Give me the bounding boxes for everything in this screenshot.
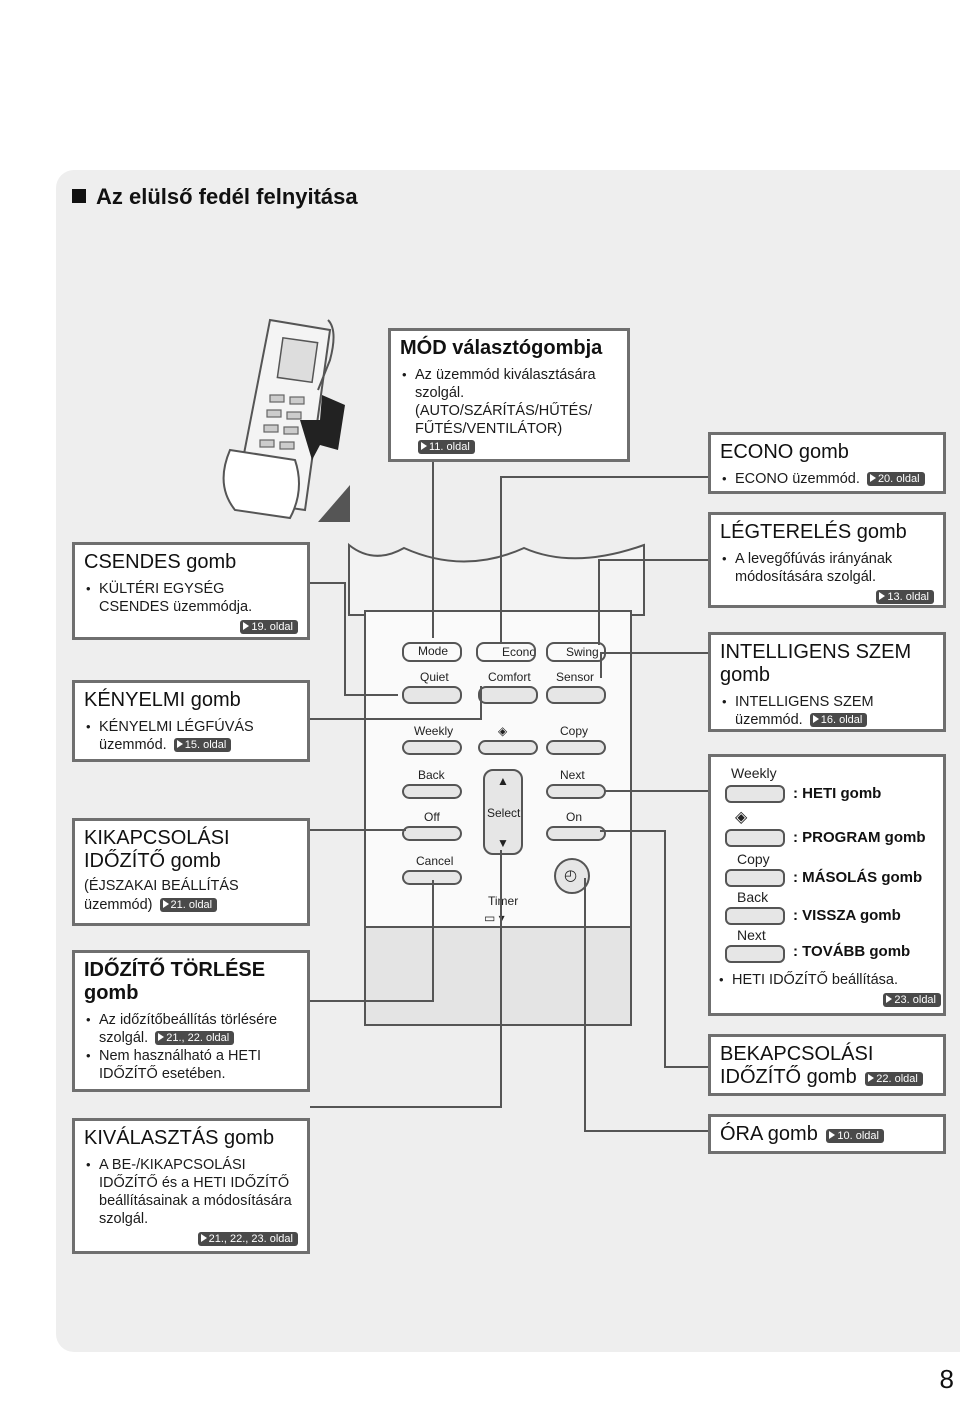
connector-line [598, 559, 708, 561]
next-button[interactable] [546, 784, 606, 799]
connector-line [664, 1066, 708, 1068]
connector-line [310, 1106, 502, 1108]
back-legend-button [725, 907, 785, 925]
program-legend-button [725, 829, 785, 847]
select-down-icon: ▼ [497, 836, 509, 850]
econo-label: Econo [502, 645, 537, 659]
timer-label: Timer [488, 894, 519, 908]
select-callout: KIVÁLASZTÁS gomb A BE-/KIKAPCSOLÁSI IDŐZ… [72, 1118, 310, 1254]
connector-line [344, 694, 398, 696]
sensor-label: Sensor [556, 670, 595, 684]
copy-button[interactable] [546, 740, 606, 755]
select-up-icon: ▲ [497, 774, 509, 788]
back-label: Back [418, 768, 445, 782]
off-timer-callout: KIKAPCSOLÁSI IDŐZÍTŐ gomb (ÉJSZAKAI BEÁL… [72, 818, 310, 926]
page-ref-badge: 23. oldal [883, 993, 941, 1007]
page-ref-badge: 13. oldal [876, 590, 934, 604]
page-ref-badge: 19. oldal [240, 620, 298, 634]
weekly-legend-button [725, 785, 785, 803]
next-label: Next [560, 768, 585, 782]
hand-opening-cover-illustration [222, 318, 350, 522]
remote-control: Mode Econo Swing Quiet Comfort Sensor We… [364, 610, 632, 965]
mode-label: Mode [418, 644, 449, 658]
clock-callout: ÓRA gomb 10. oldal [708, 1114, 946, 1154]
page-ref-badge: 21., 22., 23. oldal [197, 1232, 298, 1246]
select-button[interactable] [483, 769, 523, 855]
next-legend-button [725, 945, 785, 963]
connector-line [310, 718, 480, 720]
connector-line [310, 829, 406, 831]
connector-line [310, 1000, 434, 1002]
quiet-callout: CSENDES gomb KÜLTÉRI EGYSÉG CSENDES üzem… [72, 542, 310, 640]
connector-line [664, 830, 666, 1068]
weekly-label: Weekly [414, 724, 454, 738]
program-icon: ◈ [735, 809, 748, 826]
program-icon: ◈ [498, 724, 508, 738]
weekly-callout: Weekly : HETI gomb ◈ : PROGRAM gomb Copy… [708, 754, 946, 1016]
connector-line [310, 582, 346, 584]
mode-button[interactable] [402, 642, 462, 662]
off-label: Off [424, 810, 440, 824]
connector-line [432, 462, 434, 638]
sensor-callout: INTELLIGENS SZEM gomb INTELLIGENS SZEM ü… [708, 632, 946, 732]
on-label: On [566, 810, 583, 824]
connector-line [598, 559, 600, 645]
square-bullet-icon [72, 189, 86, 203]
swing-callout: LÉGTERELÉS gomb A levegőfúvás irányának … [708, 512, 946, 608]
connector-line [500, 850, 502, 1108]
off-button[interactable] [402, 826, 462, 841]
remote-top-outline [348, 542, 645, 616]
battery-icon: ▭ ▾ [484, 911, 505, 925]
connector-line [584, 878, 586, 1132]
econo-callout: ECONO gomb ECONO üzemmód. 20. oldal [708, 432, 946, 494]
page-ref-badge: 21., 22. oldal [155, 1031, 235, 1045]
connector-line [500, 476, 708, 478]
weekly-button[interactable] [402, 740, 462, 755]
on-button[interactable] [546, 826, 606, 841]
mode-callout: MÓD választógombja Az üzemmód kiválasztá… [388, 328, 630, 462]
connector-line [480, 686, 482, 720]
page-ref-badge: 20. oldal [866, 472, 925, 486]
back-button[interactable] [402, 784, 462, 799]
connector-line [344, 582, 346, 696]
on-timer-callout: BEKAPCSOLÁSI IDŐZÍTŐ gomb 22. oldal [708, 1034, 946, 1096]
connector-line [584, 1130, 708, 1132]
connector-line [500, 476, 502, 642]
page-ref-badge: 21. oldal [159, 898, 218, 912]
section-title: Az elülső fedél felnyitása [72, 184, 358, 210]
program-button[interactable] [478, 740, 538, 755]
page-ref-badge: 10. oldal [826, 1129, 884, 1143]
select-label: Select [487, 806, 521, 820]
clock-icon: ◴ [564, 867, 578, 884]
swing-button[interactable] [546, 642, 606, 662]
page-ref-badge: 22. oldal [865, 1072, 923, 1086]
connector-line [604, 790, 708, 792]
sensor-button[interactable] [546, 686, 606, 704]
copy-legend-button [725, 869, 785, 887]
cancel-label: Cancel [416, 854, 454, 868]
comfort-callout: KÉNYELMI gomb KÉNYELMI LÉGFÚVÁS üzemmód.… [72, 680, 310, 762]
comfort-button[interactable] [478, 686, 538, 704]
remote-bottom-plate [364, 926, 632, 1026]
page-number: 8 [939, 1364, 954, 1394]
quiet-label: Quiet [420, 670, 449, 684]
connector-line [600, 652, 602, 678]
swing-label: Swing [566, 645, 599, 659]
cancel-timer-callout: IDŐZÍTŐ TÖRLÉSE gomb Az időzítőbeállítás… [72, 950, 310, 1092]
page-ref-badge: 11. oldal [418, 440, 475, 454]
connector-line [600, 652, 708, 654]
comfort-label: Comfort [488, 670, 531, 684]
page-ref-badge: 15. oldal [173, 738, 232, 752]
copy-label: Copy [560, 724, 589, 738]
page-ref-badge: 16. oldal [809, 713, 868, 727]
econo-button[interactable] [476, 642, 536, 662]
connector-line [600, 830, 666, 832]
connector-line [432, 880, 434, 1002]
quiet-button[interactable] [402, 686, 462, 704]
